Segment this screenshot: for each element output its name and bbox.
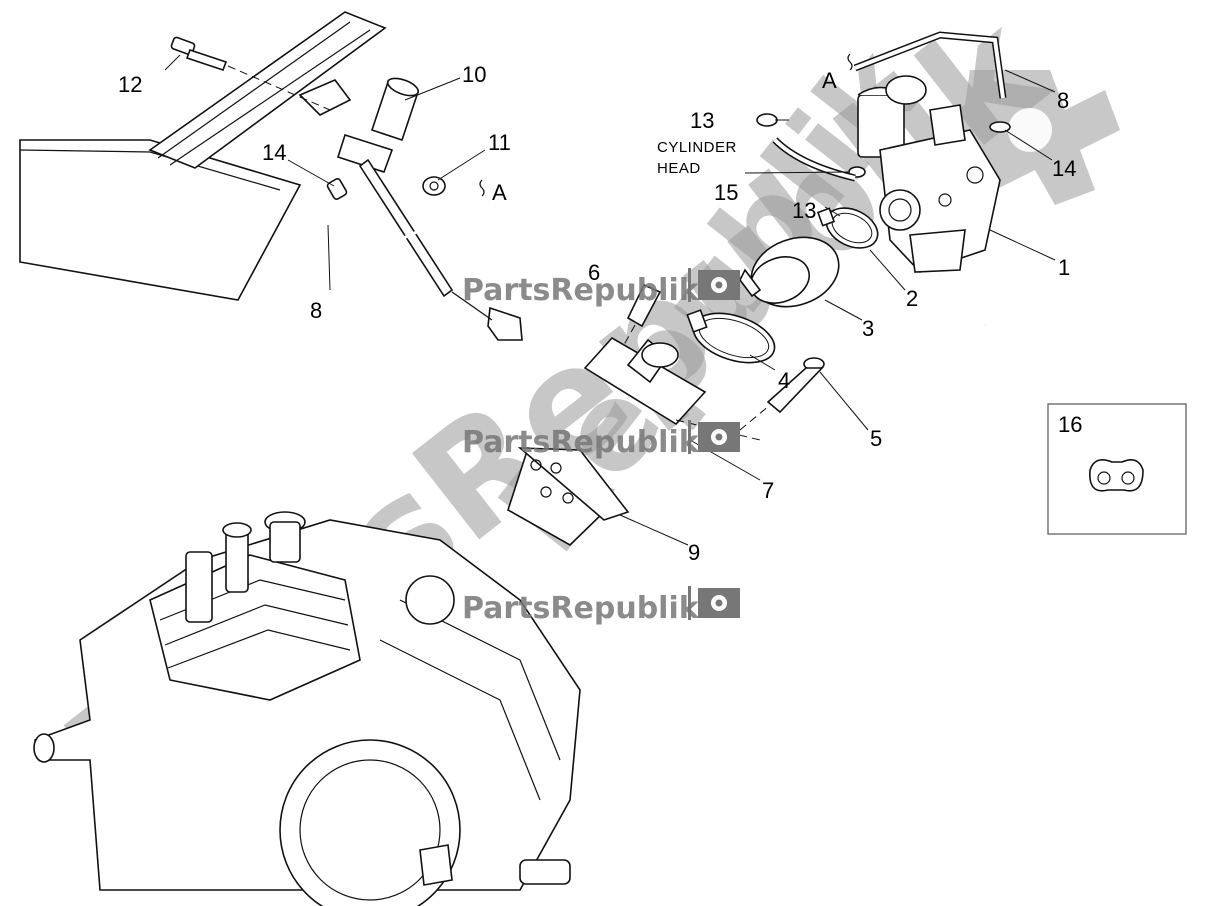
callout-16: 16: [1058, 412, 1082, 437]
connector-a-right: A: [822, 68, 837, 93]
connector-a-right-break: [847, 53, 853, 71]
clip-13-top: [756, 113, 778, 127]
clip-14-left: [326, 178, 348, 200]
callout-9: 9: [688, 540, 700, 565]
watermark-brand-3: PartsRepublik: [462, 586, 740, 626]
watermark-gear-icon: [930, 70, 1120, 205]
watermark-brand-2: PartsRepublik: [462, 420, 740, 460]
callout-3: 3: [862, 316, 874, 341]
caption-head: HEAD: [657, 160, 701, 177]
intake-manifold-3: [739, 236, 840, 308]
callout-15: 15: [714, 180, 738, 205]
frame-panel: [19, 11, 387, 301]
reed-valve-9: [507, 447, 630, 546]
bolt-12: [170, 36, 331, 111]
callout-8-right: 8: [1057, 88, 1069, 113]
callout-12: 12: [118, 72, 142, 97]
caption-cylinder: CYLINDER: [657, 139, 737, 156]
fuel-tap-10: [336, 77, 523, 341]
callout-6: 6: [588, 260, 600, 285]
clip-14-right: [989, 121, 1011, 133]
watermark-brand-1-text: PartsRepublik: [462, 273, 700, 308]
watermark-brand-2-text: PartsRepublik: [462, 425, 700, 460]
connector-a-left-break: [479, 179, 485, 197]
connector-a-left: A: [492, 180, 507, 205]
callout-11: 11: [488, 130, 511, 155]
clamp-4: [686, 309, 776, 364]
clamp-13-middle: [816, 207, 879, 249]
engine-block: [33, 511, 581, 906]
watermark-brand-3-text: PartsRepublik: [462, 591, 700, 626]
callout-7: 7: [762, 478, 774, 503]
callout-13-middle: 13: [792, 198, 816, 223]
callout-14-left: 14: [262, 140, 286, 165]
callout-14-right: 14: [1052, 156, 1076, 181]
hose-8-left: [320, 198, 489, 264]
callout-13-top: 13: [690, 108, 714, 133]
hose-8-right: [853, 31, 1007, 99]
callout-8-left: 8: [310, 298, 322, 323]
callout-2: 2: [906, 286, 918, 311]
callout-5: 5: [870, 426, 882, 451]
carburettor-1: [857, 75, 1001, 327]
callout-1: 1: [1058, 255, 1070, 280]
callout-4: 4: [778, 368, 790, 393]
gear-flag-icon: [698, 588, 740, 618]
part-16-box: [1047, 403, 1187, 535]
hose-15: [772, 137, 856, 182]
gear-flag-icon: [698, 422, 740, 452]
screw-5: [739, 357, 825, 431]
nut-11: [422, 176, 446, 196]
leader-lines: [164, 54, 1056, 546]
watermark-brand-1: PartsRepublik: [462, 268, 740, 308]
gear-flag-icon: [698, 270, 740, 300]
callout-10: 10: [462, 62, 486, 87]
